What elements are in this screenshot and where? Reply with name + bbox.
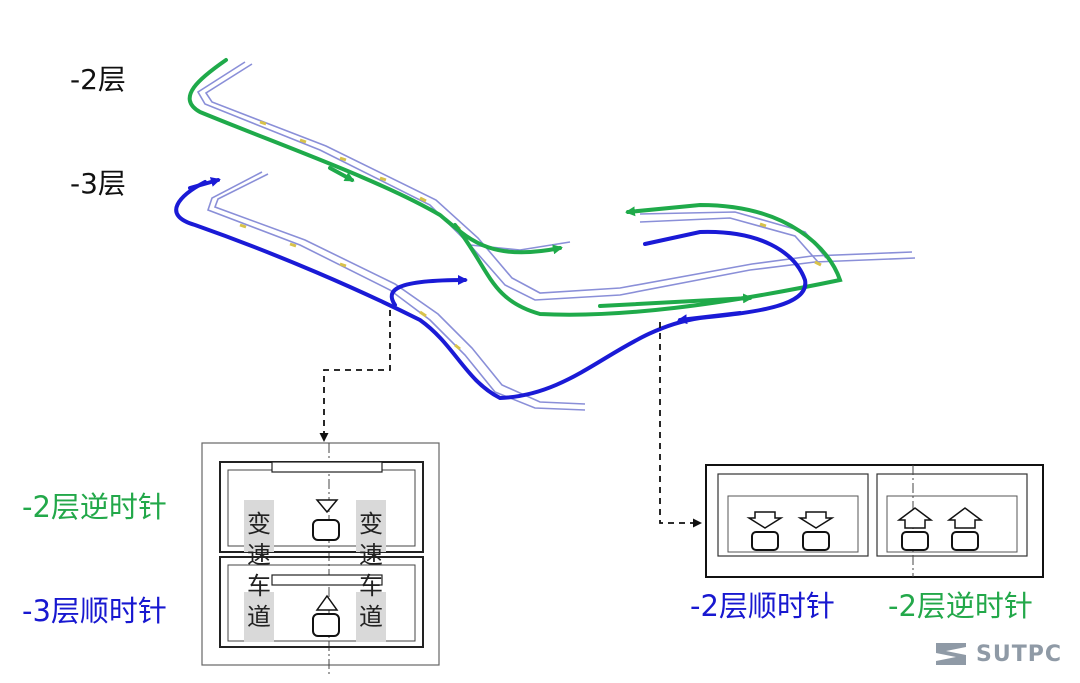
blue-route-b3 [174, 180, 808, 401]
tunnel-markers-b3 [239, 223, 461, 351]
blue-route [174, 177, 808, 401]
green-route-arrow-mid [328, 166, 355, 182]
tunnel-plan-b2 [196, 61, 916, 301]
green-route [187, 58, 843, 317]
left-bottom-direction-label: -3层顺时针 [22, 594, 167, 628]
green-route-loop [453, 202, 843, 317]
brand-name: SUTPC [976, 641, 1062, 667]
lane-char: 车 [247, 572, 271, 600]
level-b2-label: -2层 [70, 63, 126, 96]
lane-char: 速 [359, 541, 383, 569]
lane-char: 道 [359, 603, 383, 631]
green-route-arrow-loop [598, 293, 753, 308]
sutpc-logo-icon [936, 643, 966, 665]
lane-char: 速 [247, 541, 271, 569]
tunnel-markers-b2 [259, 120, 822, 267]
level-b3-label: -3层 [70, 167, 126, 200]
blue-route-arrow-start [188, 177, 221, 190]
cross-section-left [201, 442, 440, 675]
leader-line-right [659, 322, 702, 528]
blue-route-arrow-return [677, 311, 742, 325]
tunnel-plan-b3 [206, 171, 586, 411]
green-route-upper [187, 58, 563, 255]
cross-section-right [705, 464, 1044, 578]
right-right-direction-label: -2层逆时针 [888, 589, 1033, 623]
lane-char: 道 [247, 603, 271, 631]
lane-char: 变 [359, 510, 383, 538]
right-left-direction-label: -2层顺时针 [690, 589, 835, 623]
lane-char: 变 [247, 510, 271, 538]
brand-watermark: SUTPC [936, 641, 1062, 667]
leader-line-left [319, 310, 391, 442]
left-top-direction-label: -2层逆时针 [22, 490, 167, 524]
blue-route-ramp [389, 275, 468, 307]
lane-char: 车 [359, 572, 383, 600]
